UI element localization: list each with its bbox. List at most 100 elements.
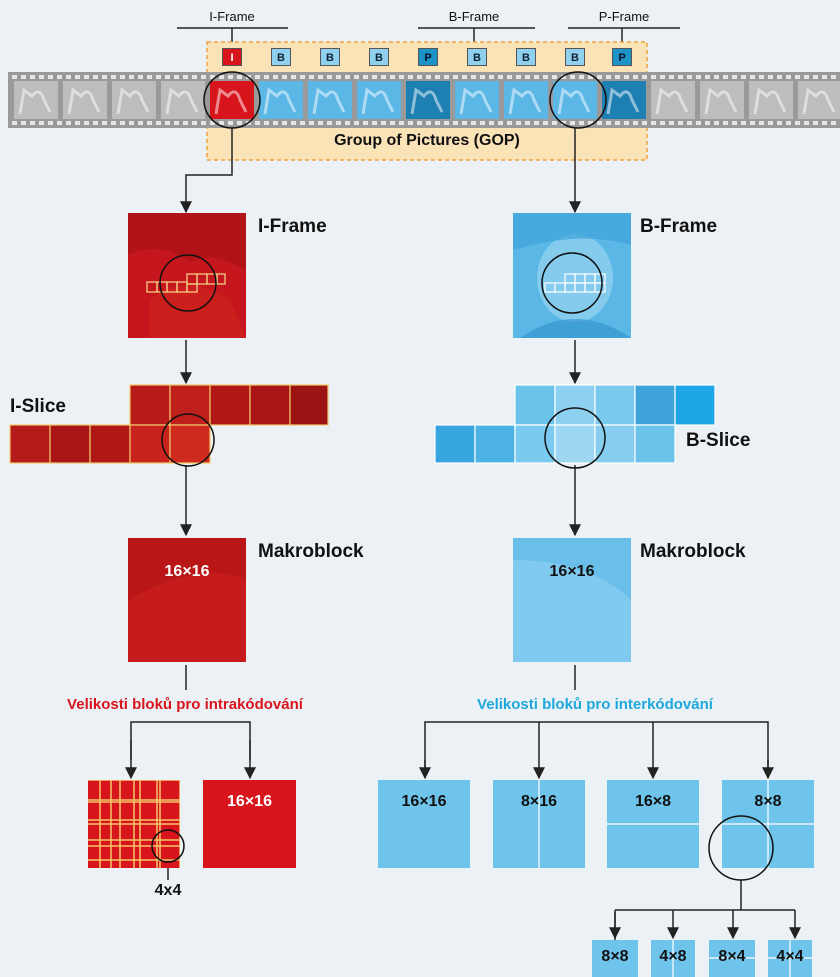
film-hole: [498, 121, 503, 125]
film-hole: [678, 75, 683, 79]
sub-block-label: 8×4: [718, 948, 746, 965]
film-hole: [732, 75, 737, 79]
left-slice-label: I-Slice: [10, 396, 66, 417]
inter-block-label: 8×8: [754, 793, 782, 810]
film-hole: [75, 121, 80, 125]
film-hole: [516, 75, 521, 79]
film-hole: [606, 75, 611, 79]
film-hole: [228, 75, 233, 79]
film-hole: [57, 75, 62, 79]
film-hole: [525, 121, 530, 125]
film-hole: [570, 75, 575, 79]
film-hole: [741, 75, 746, 79]
film-hole: [318, 121, 323, 125]
film-hole: [354, 75, 359, 79]
inter-8x16-block: [493, 780, 585, 868]
film-hole: [435, 121, 440, 125]
film-hole: [165, 121, 170, 125]
film-hole: [597, 121, 602, 125]
film-hole: [138, 75, 143, 79]
film-hole: [786, 75, 791, 79]
film-hole: [759, 121, 764, 125]
header-pframe-label: P-Frame: [598, 9, 650, 24]
intra-16x16-block: [203, 780, 296, 868]
film-frame-shape: [508, 87, 542, 115]
film-hole: [642, 75, 647, 79]
film-hole: [804, 121, 809, 125]
film-hole: [237, 121, 242, 125]
film-hole: [615, 75, 620, 79]
header-bframe-label: B-Frame: [448, 9, 500, 24]
film-hole: [507, 121, 512, 125]
film-frame-shape: [18, 87, 52, 115]
film-hole: [561, 121, 566, 125]
film-hole: [336, 121, 341, 125]
gop-chip: I: [222, 48, 242, 66]
right-slice-label: B-Slice: [686, 430, 751, 451]
b-frame-image: [513, 213, 631, 338]
film-hole: [102, 75, 107, 79]
sub-block-8x4: [709, 940, 755, 977]
film-hole: [66, 75, 71, 79]
film-frame-shape: [214, 87, 248, 115]
film-hole: [66, 121, 71, 125]
film-hole: [588, 121, 593, 125]
film-hole: [30, 75, 35, 79]
film-hole: [228, 121, 233, 125]
film-frame-shape: [802, 87, 836, 115]
film-hole: [273, 75, 278, 79]
film-hole: [21, 121, 26, 125]
gop-chip: B: [467, 48, 487, 66]
film-hole: [480, 121, 485, 125]
film-hole: [516, 121, 521, 125]
film-hole: [759, 75, 764, 79]
film-hole: [93, 121, 98, 125]
gop-chip: B: [369, 48, 389, 66]
film-hole: [210, 121, 215, 125]
film-hole: [255, 75, 260, 79]
film-hole: [471, 75, 476, 79]
film-hole: [678, 121, 683, 125]
film-hole: [219, 121, 224, 125]
gop-chip: B: [320, 48, 340, 66]
film-hole: [813, 75, 818, 79]
film-hole: [264, 75, 269, 79]
film-hole: [120, 75, 125, 79]
film-hole: [525, 75, 530, 79]
film-hole: [651, 75, 656, 79]
film-hole: [39, 121, 44, 125]
film-hole: [633, 75, 638, 79]
film-hole: [588, 75, 593, 79]
left-macroblock-label: Makroblock: [258, 541, 364, 562]
sub-block-label: 8×8: [601, 948, 629, 965]
film-hole: [534, 75, 539, 79]
film-hole: [795, 121, 800, 125]
film-hole: [705, 121, 710, 125]
film-hole: [138, 121, 143, 125]
film-hole: [219, 75, 224, 79]
film-hole: [174, 75, 179, 79]
film-hole: [426, 75, 431, 79]
film-hole: [102, 121, 107, 125]
film-hole: [381, 75, 386, 79]
left-macroblock-size: 16×16: [164, 563, 210, 580]
intra-caption: Velikosti bloků pro intrakódování: [67, 696, 303, 713]
film-hole: [444, 121, 449, 125]
film-hole: [552, 121, 557, 125]
film-hole: [84, 121, 89, 125]
gop-label: Group of Pictures (GOP): [334, 132, 520, 149]
film-hole: [309, 121, 314, 125]
film-hole: [417, 121, 422, 125]
inter-16x8-block: [607, 780, 699, 868]
film-hole: [120, 121, 125, 125]
gop-chip: B: [565, 48, 585, 66]
film-hole: [750, 121, 755, 125]
film-hole: [813, 121, 818, 125]
top-header-lines: [177, 27, 680, 48]
film-hole: [777, 75, 782, 79]
film-hole: [183, 121, 188, 125]
film-hole: [48, 121, 53, 125]
film-hole: [192, 75, 197, 79]
film-hole: [777, 121, 782, 125]
